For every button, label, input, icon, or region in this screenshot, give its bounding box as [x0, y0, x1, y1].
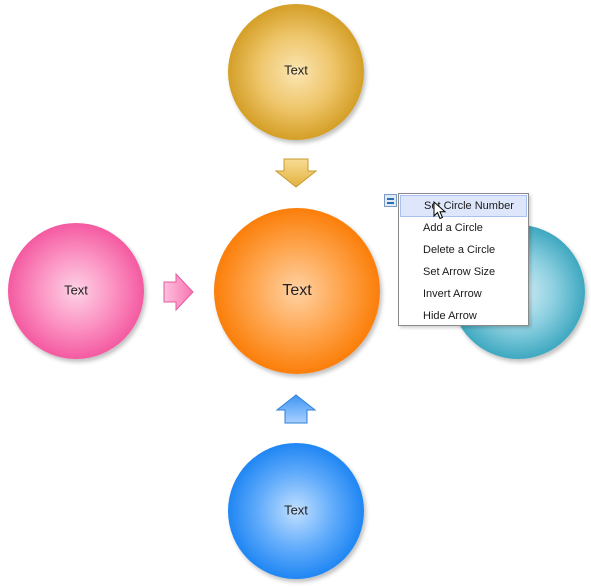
menu-item-hide-arrow[interactable]: Hide Arrow	[423, 310, 477, 322]
circle-node-left-label: Text	[64, 282, 88, 297]
menu-item-set-circle-number[interactable]: Set Circle Number	[400, 195, 527, 217]
menu-item-set-arrow-size[interactable]: Set Arrow Size	[423, 266, 496, 278]
circle-node-bottom[interactable]: Text	[228, 443, 364, 579]
circle-node-top-label: Text	[284, 62, 308, 77]
arrow-right-icon[interactable]	[163, 272, 194, 312]
context-menu-toggle-icon[interactable]	[384, 194, 397, 207]
menu-item-delete-a-circle[interactable]: Delete a Circle	[423, 244, 496, 256]
menu-item-add-a-circle[interactable]: Add a Circle	[423, 222, 483, 234]
arrow-down-icon[interactable]	[274, 158, 318, 188]
circle-node-bottom-label: Text	[284, 502, 308, 517]
circle-node-top[interactable]: Text	[228, 4, 364, 140]
arrow-up-icon[interactable]	[275, 394, 317, 424]
circle-node-left[interactable]: Text	[8, 223, 144, 359]
context-menu: Set Circle Number Add a Circle Delete a …	[398, 193, 529, 326]
circle-node-center[interactable]: Text	[214, 208, 380, 374]
menu-item-invert-arrow[interactable]: Invert Arrow	[423, 288, 482, 300]
circle-node-center-label: Text	[282, 282, 312, 299]
